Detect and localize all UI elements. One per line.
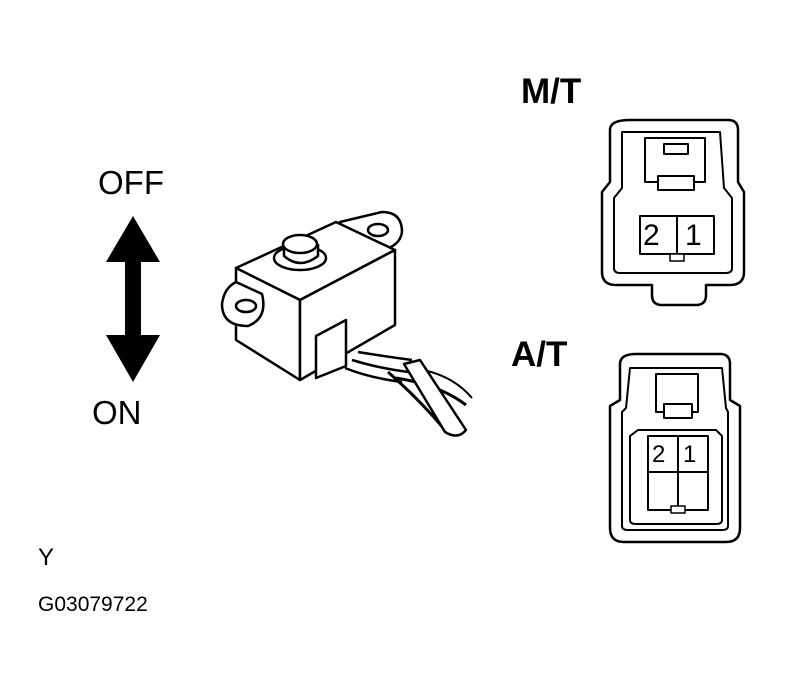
at-pin-1: 1 xyxy=(683,441,697,468)
at-pin-2: 2 xyxy=(652,441,666,468)
figure-code: G03079722 xyxy=(38,593,148,616)
mt-pin-2: 2 xyxy=(643,219,660,252)
at-connector xyxy=(608,352,742,544)
mt-pin-1: 1 xyxy=(685,219,702,252)
on-label: ON xyxy=(92,394,142,431)
mt-label: M/T xyxy=(521,72,582,111)
mt-connector xyxy=(600,118,746,307)
off-on-double-arrow-icon xyxy=(106,216,160,382)
corner-letter: Y xyxy=(38,544,55,571)
off-label: OFF xyxy=(98,164,164,201)
switch-body xyxy=(220,210,473,437)
at-label: A/T xyxy=(511,335,568,374)
